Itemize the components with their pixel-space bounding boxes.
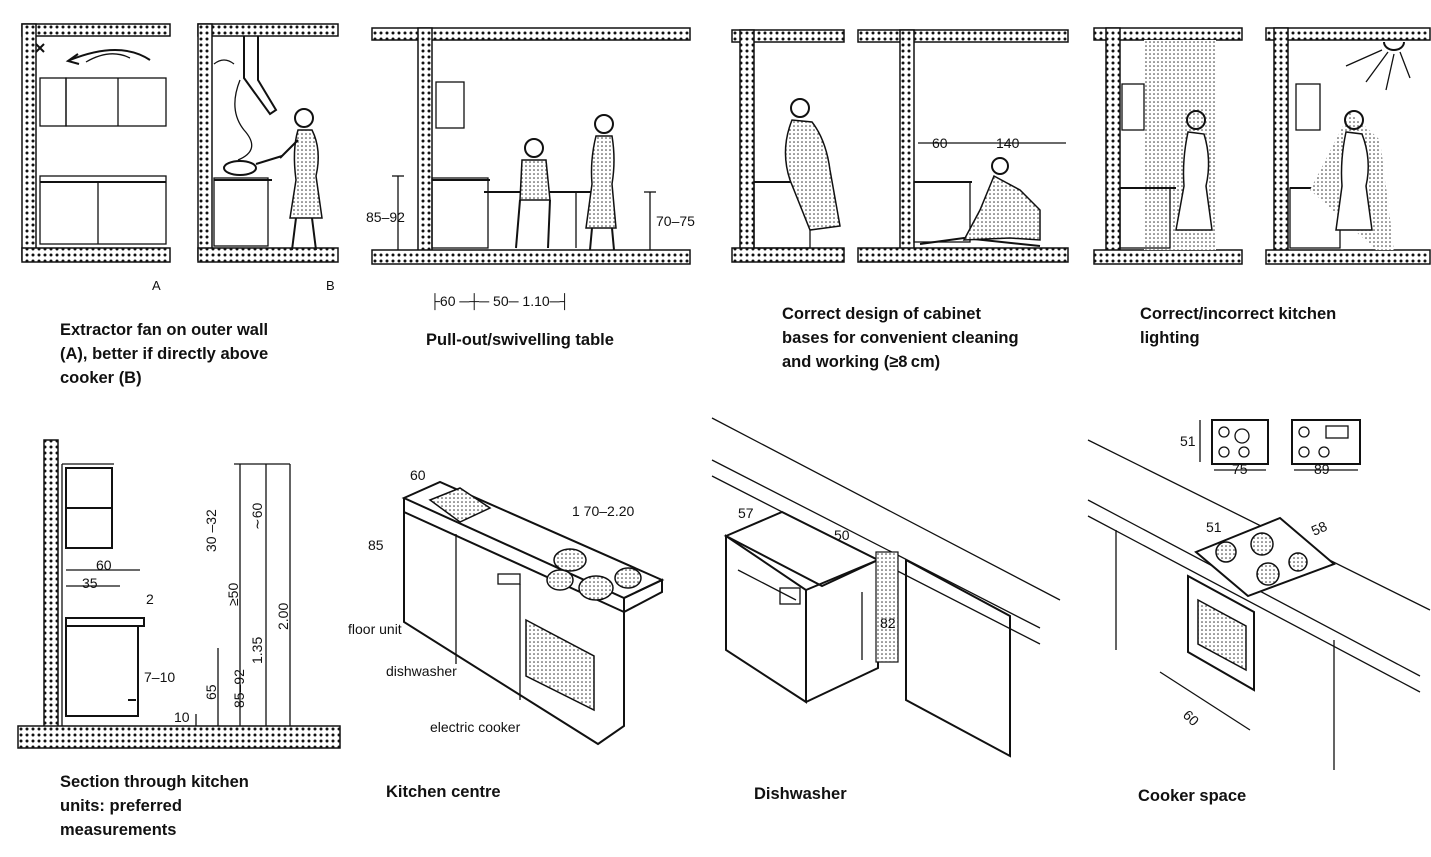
cabinet-dim-140: 140 xyxy=(996,135,1020,151)
caption-kitchen-centre: Kitchen centre xyxy=(386,783,501,801)
cooker-panel xyxy=(1087,419,1431,770)
cs-dim-75: 75 xyxy=(1232,461,1248,477)
pullout-panel xyxy=(371,27,691,265)
caption-cabinet: Correct design of cabinet bases for conv… xyxy=(782,305,1019,371)
section-dim-85-92: 85–92 xyxy=(231,669,247,708)
cs-dim-58: 58 xyxy=(1309,518,1330,539)
fig-label-a: A xyxy=(152,278,161,293)
dw-dim-50: 50 xyxy=(834,527,850,543)
kc-dim-85: 85 xyxy=(368,537,384,553)
kitchen-centre-panel xyxy=(401,480,665,746)
section-dim-1-35: 1.35 xyxy=(249,637,265,664)
kc-dim-60: 60 xyxy=(410,467,426,483)
section-dim-60: 60 xyxy=(96,557,112,573)
caption-dishwasher: Dishwasher xyxy=(754,785,847,803)
section-dim-50: ≥50 xyxy=(225,583,241,606)
section-dim-65: 65 xyxy=(203,684,219,700)
caption-lighting: Correct/incorrect kitchen lighting xyxy=(1140,305,1337,347)
section-dim-10: 10 xyxy=(174,709,190,725)
cs-dim-51-top: 51 xyxy=(1206,519,1222,535)
section-panel xyxy=(17,439,341,749)
section-dim-60v: ∼60 xyxy=(249,502,265,530)
lighting-panel xyxy=(1093,27,1431,265)
cs-dim-51: 51 xyxy=(1180,433,1196,449)
extractor-panel-b xyxy=(197,23,339,263)
cs-dim-89: 89 xyxy=(1314,461,1330,477)
caption-pullout: Pull-out/swivelling table xyxy=(426,331,614,349)
section-dim-2-00: 2.00 xyxy=(275,603,291,630)
caption-extractor: Extractor fan on outer wall (A), better … xyxy=(60,321,269,387)
pullout-table-height-label: 70–75 xyxy=(656,213,695,229)
kc-dishwasher-label: dishwasher xyxy=(386,663,457,679)
section-dim-2: 2 xyxy=(146,591,154,607)
caption-section: Section through kitchen units: preferred… xyxy=(60,773,249,839)
caption-cooker-space: Cooker space xyxy=(1138,787,1247,805)
dw-dim-82: 82 xyxy=(880,615,896,631)
extractor-panel-a xyxy=(21,23,171,263)
pullout-width-dims: ├60 ─┼─ 50─ 1.10─┤ xyxy=(430,293,570,311)
kc-floor-unit-label: floor unit xyxy=(348,621,402,637)
kc-cooker-label: electric cooker xyxy=(430,719,521,735)
section-dim-7-10: 7–10 xyxy=(144,669,175,685)
section-dim-30-32: 30 –32 xyxy=(203,509,219,552)
dishwasher-panel xyxy=(711,417,1061,758)
dw-dim-57: 57 xyxy=(738,505,754,521)
cabinet-panel xyxy=(731,29,1069,263)
kc-dim-length: 1 70–2.20 xyxy=(572,503,634,519)
cabinet-dim-60: 60 xyxy=(932,135,948,151)
cs-dim-60: 60 xyxy=(1180,707,1202,729)
section-dim-35: 35 xyxy=(82,575,98,591)
fig-label-b: B xyxy=(326,278,335,293)
pullout-height-label: 85–92 xyxy=(366,209,405,225)
